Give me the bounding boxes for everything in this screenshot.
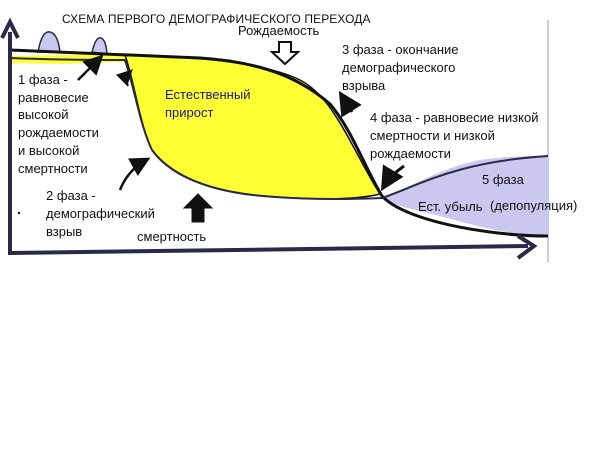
- death-rate-label: смертность: [137, 229, 207, 244]
- x-axis: [9, 244, 529, 255]
- natural-increase-label-1: Естественный: [165, 87, 251, 102]
- phase2-line-2: демографический: [46, 206, 155, 221]
- phase1-hump-left: [37, 31, 61, 53]
- diagram-title: СХЕМА ПЕРВОГО ДЕМОГРАФИЧЕСКОГО ПЕРЕХОДА: [62, 12, 371, 26]
- stray-dot: [17, 211, 21, 215]
- pointer-arrow-icon: [115, 69, 133, 87]
- pointer-arrow-icon: [338, 90, 362, 118]
- natural-decline-area: [380, 156, 548, 236]
- death-rate-curve: [9, 57, 549, 200]
- birth-rate-curve: [9, 48, 549, 238]
- y-axis-arrowhead: [0, 17, 20, 39]
- phase3-line-3: взрыва: [342, 78, 386, 93]
- natural-increase-label-2: прирост: [165, 105, 214, 120]
- pointer-arrow-icon: [380, 164, 405, 192]
- phase1-line-6: смертности: [18, 161, 88, 176]
- phase1-line-3: высокой: [18, 107, 69, 122]
- pointer-arrow-icon: [118, 157, 151, 191]
- phase3-line-1: 3 фаза - окончание: [342, 42, 459, 57]
- phase1-line-4: рождаемости: [18, 125, 99, 140]
- birth-rate-label: Рождаемость: [238, 23, 320, 38]
- arrow-up-icon: [182, 193, 214, 223]
- phase3-line-2: демографического: [342, 60, 456, 75]
- phase1-line-1: 1 фаза -: [18, 72, 68, 87]
- pointer-arrow-icon: [77, 54, 104, 81]
- phase4-line-1: 4 фаза - равновесие низкой: [370, 110, 539, 125]
- phase1-line-5: и высокой: [18, 143, 80, 158]
- x-axis-arrowhead: [516, 234, 538, 260]
- phase2-line-3: взрыв: [46, 224, 83, 239]
- phase1-hump-right: [91, 37, 108, 55]
- phase1-line-2: равновесие: [18, 90, 89, 105]
- natural-increase-area: [123, 54, 382, 200]
- phase2-line-1: 2 фаза -: [46, 188, 96, 203]
- depopulation-label: (депопуляция): [490, 198, 578, 213]
- natural-decline-label: Ест. убыль: [418, 199, 483, 214]
- arrow-down-icon: [269, 41, 301, 66]
- phase4-line-2: смертности и низкой: [370, 128, 495, 143]
- phase4-line-3: рождаемости: [370, 146, 451, 161]
- phase5-label: 5 фаза: [482, 172, 524, 187]
